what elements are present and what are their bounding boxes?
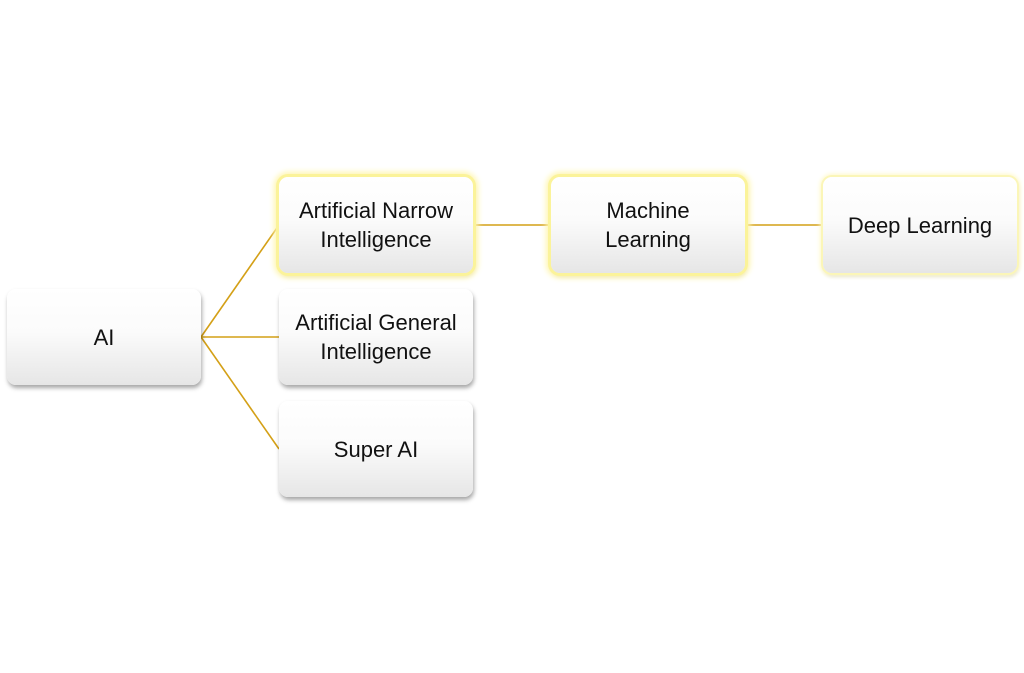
node-ml-label: Machine Learning <box>605 198 691 252</box>
node-deep-learning[interactable]: Deep Learning <box>823 177 1017 273</box>
node-ani-label: Artificial Narrow Intelligence <box>298 198 454 252</box>
connector-ai-to-ani <box>200 224 280 338</box>
node-ai[interactable]: AI <box>7 289 201 385</box>
node-machine-learning[interactable]: Machine Learning <box>551 177 745 273</box>
connector-ai-to-super <box>200 336 280 450</box>
node-artificial-narrow-intelligence[interactable]: Artificial Narrow Intelligence <box>279 177 473 273</box>
node-ai-label: AI <box>93 324 115 350</box>
node-super-ai[interactable]: Super AI <box>279 401 473 497</box>
node-dl-label: Deep Learning <box>847 212 993 238</box>
node-super-label: Super AI <box>333 436 419 462</box>
node-agi-label: Artificial General Intelligence <box>295 310 457 364</box>
node-artificial-general-intelligence[interactable]: Artificial General Intelligence <box>279 289 473 385</box>
